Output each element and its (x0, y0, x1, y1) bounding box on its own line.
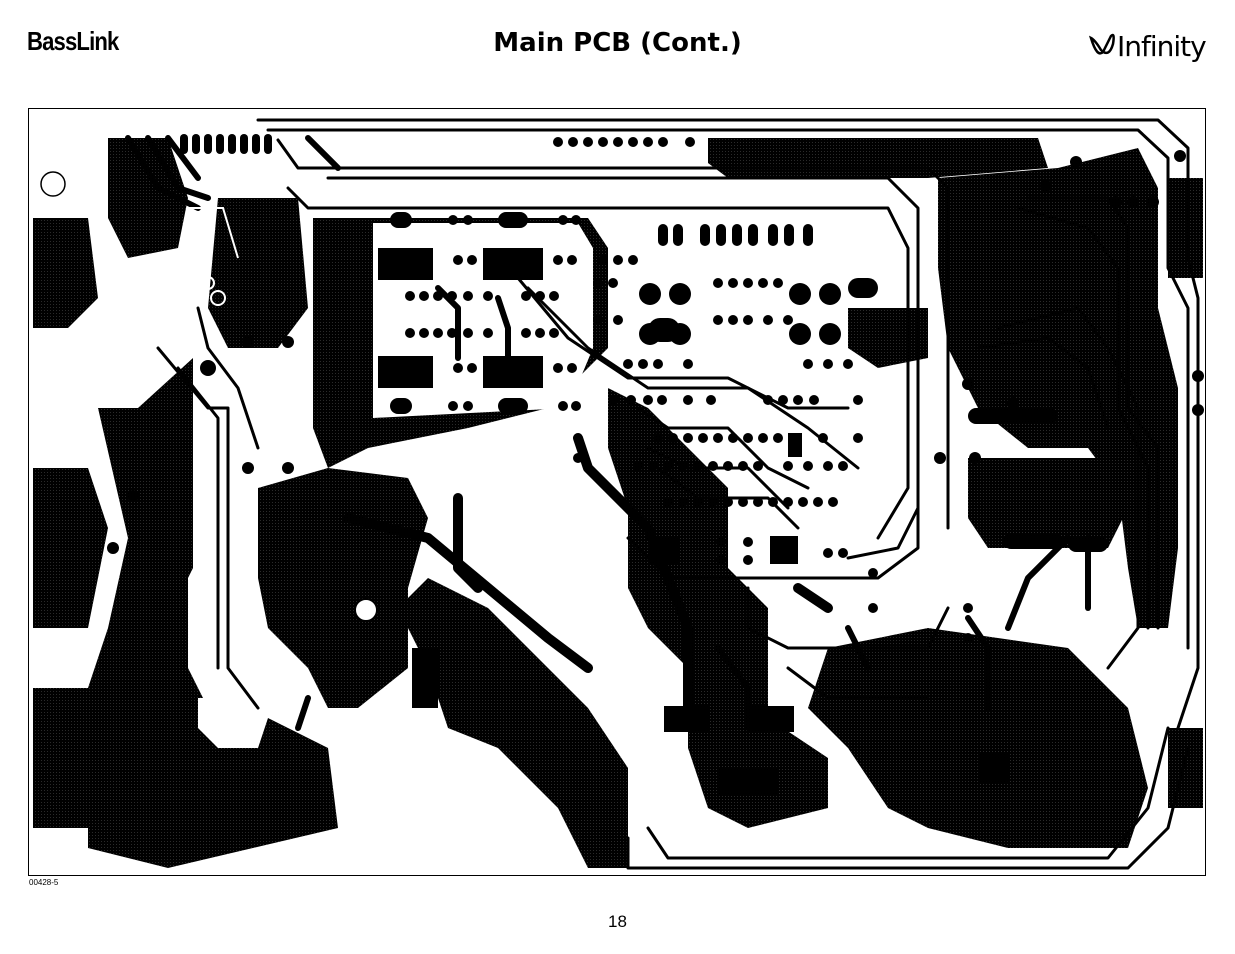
page-title: Main PCB (Cont.) (0, 28, 1235, 58)
infinity-logo-icon (1087, 28, 1117, 64)
pcb-layout-diagram-icon (28, 108, 1206, 876)
page-number: 18 (0, 912, 1235, 932)
logo-wordmark: Infinity (1117, 30, 1206, 63)
infinity-logo: Infinity (1087, 28, 1209, 64)
figure-code: 00428-5 (29, 878, 58, 887)
pcb-layout (28, 108, 1206, 876)
